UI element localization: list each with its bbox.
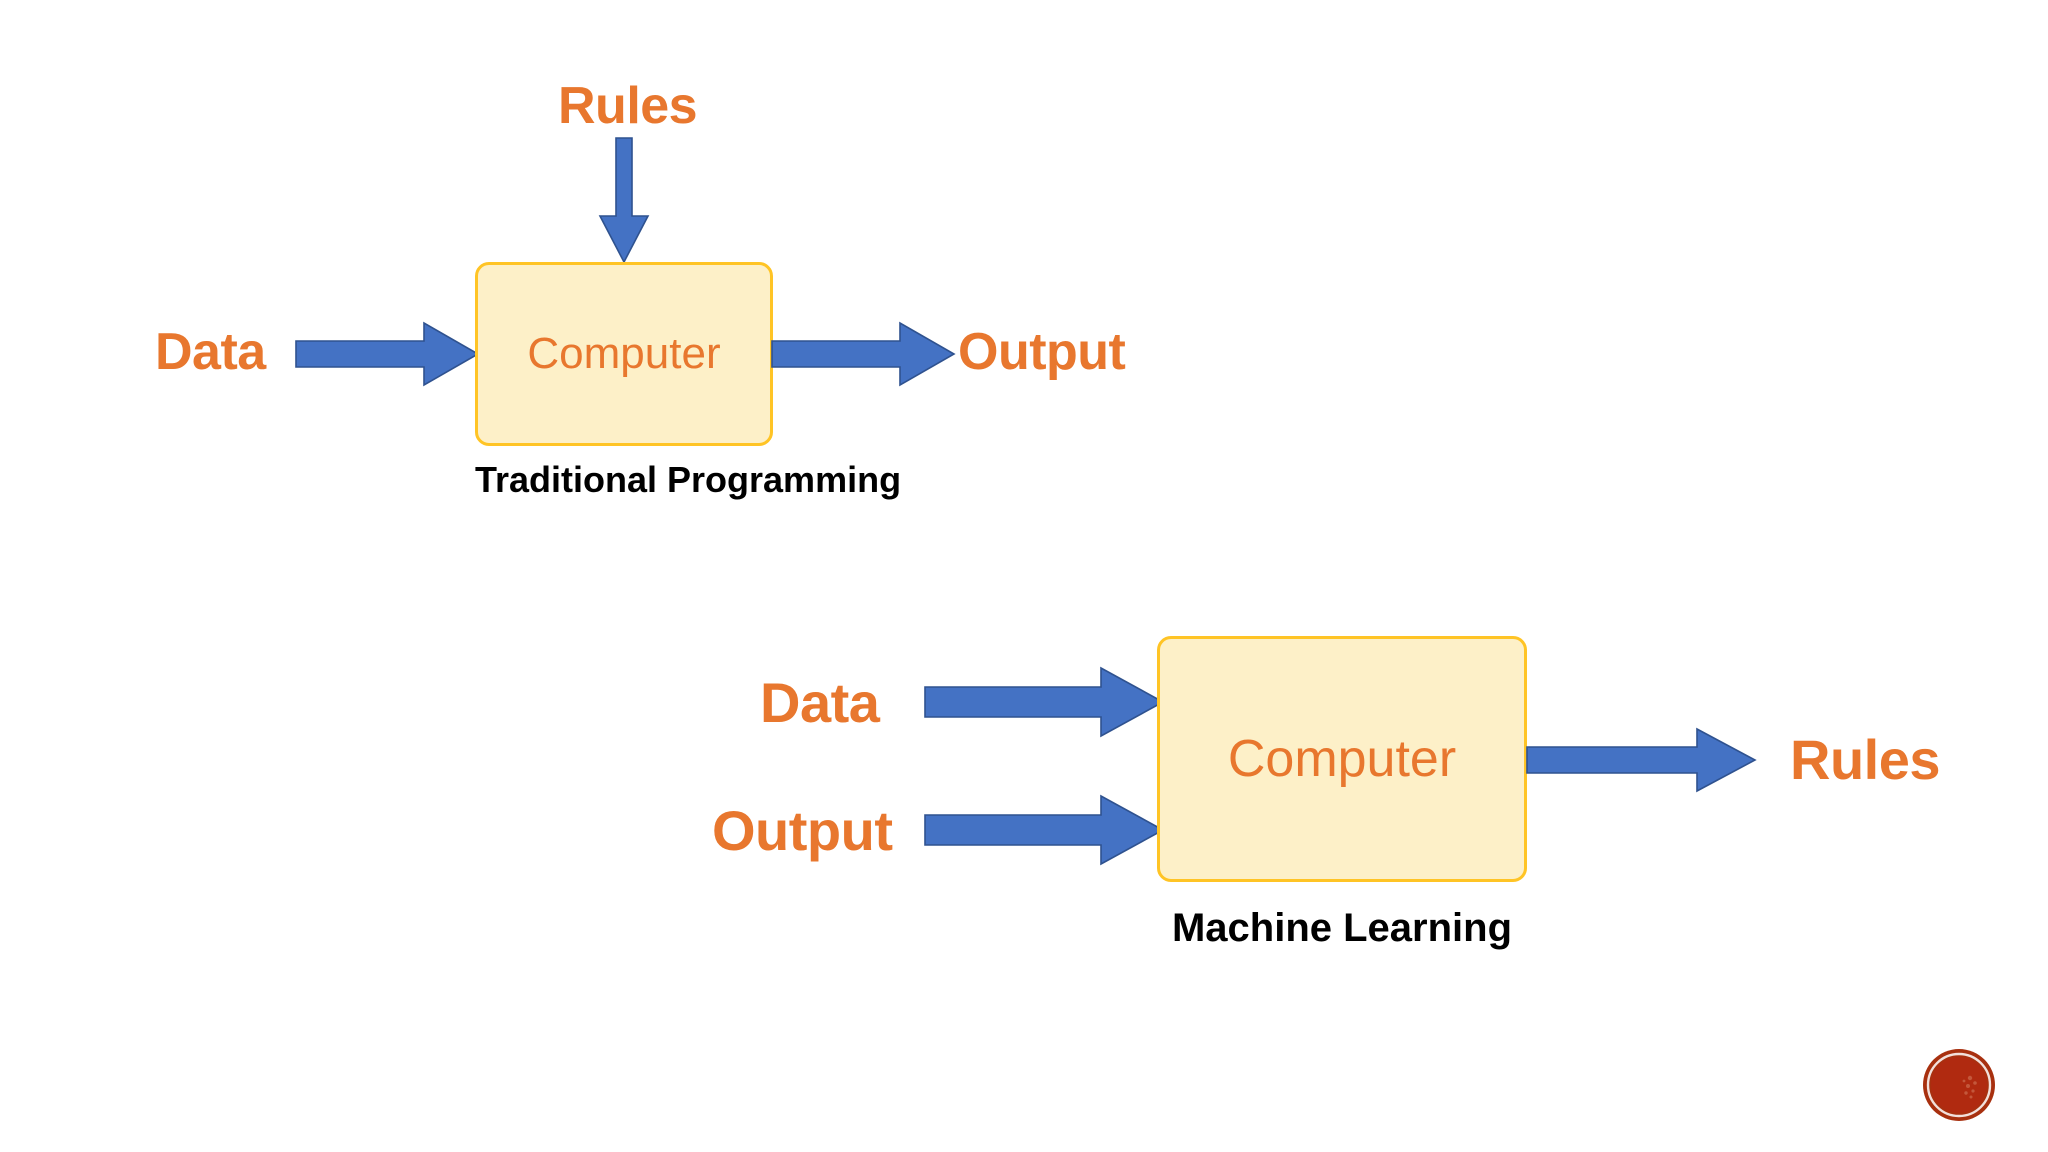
top-output-right-arrow bbox=[771, 320, 956, 388]
top-diagram-caption: Traditional Programming bbox=[475, 459, 902, 500]
bottom-data-label: Data bbox=[760, 671, 880, 734]
top-rules-label: Rules bbox=[558, 77, 698, 135]
bottom-computer-box: Computer bbox=[1157, 636, 1527, 882]
bottom-rules-right-arrow bbox=[1526, 726, 1757, 794]
bottom-output-label: Output bbox=[712, 799, 893, 862]
top-rules-down-arrow bbox=[596, 137, 652, 264]
bottom-computer-box-label: Computer bbox=[1227, 730, 1457, 788]
top-data-label: Data bbox=[155, 323, 266, 381]
bottom-output-right-arrow bbox=[924, 793, 1165, 867]
top-computer-box-label: Computer bbox=[527, 329, 721, 378]
top-computer-box: Computer bbox=[475, 262, 773, 446]
circular-seal-logo-icon bbox=[1922, 1048, 1996, 1122]
top-data-right-arrow bbox=[295, 320, 480, 388]
top-output-label: Output bbox=[958, 323, 1126, 381]
bottom-rules-label: Rules bbox=[1790, 728, 1941, 791]
bottom-diagram-caption: Machine Learning bbox=[1171, 906, 1513, 950]
bottom-data-right-arrow bbox=[924, 665, 1165, 739]
